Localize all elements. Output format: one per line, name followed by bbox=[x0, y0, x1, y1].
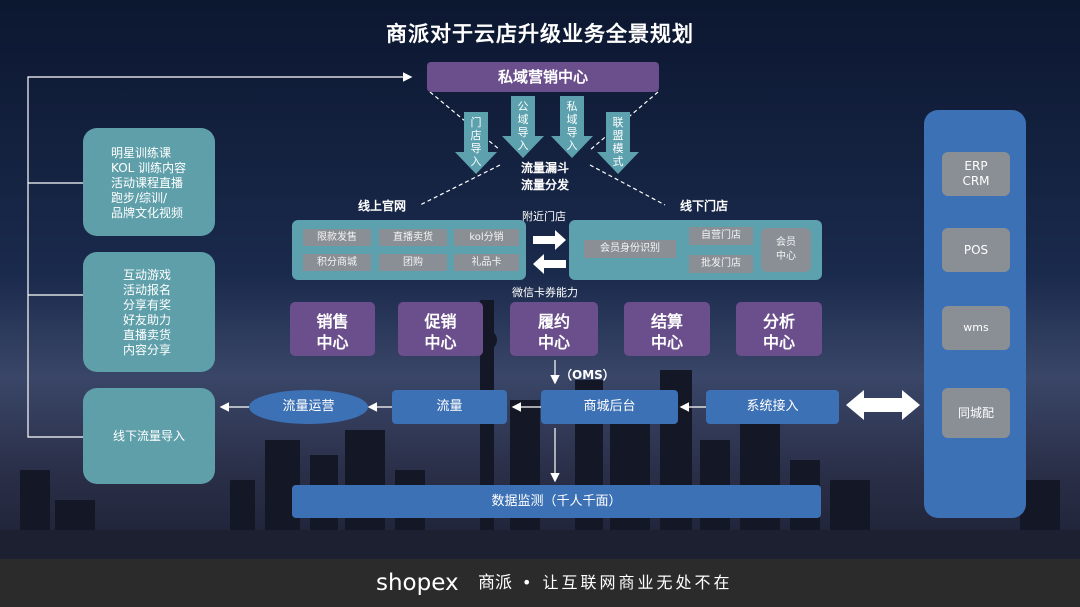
interaction-item: 直播卖货 bbox=[123, 328, 172, 342]
settlement-center: 结算中心 bbox=[624, 302, 710, 356]
content-card: 明星训练课 KOL 训练内容 活动课程直播 跑步/综训/ 品牌文化视频 bbox=[83, 128, 215, 236]
content-item: 品牌文化视频 bbox=[111, 206, 184, 220]
interaction-item: 活动报名 bbox=[123, 283, 172, 297]
same-city-delivery: 同城配 bbox=[942, 388, 1010, 438]
shopex-logo: shopex bbox=[376, 570, 459, 596]
online-item: 积分商城 bbox=[303, 254, 371, 271]
private-domain-marketing-center: 私域营销中心 bbox=[427, 62, 659, 92]
content-item: KOL 训练内容 bbox=[111, 161, 187, 175]
fulfillment-center: 履约中心 bbox=[510, 302, 598, 356]
online-item: 直播卖货 bbox=[379, 229, 447, 246]
pos-system: POS bbox=[942, 228, 1010, 272]
member-identity: 会员身份识别 bbox=[584, 240, 676, 258]
content-item: 跑步/综训/ bbox=[111, 191, 168, 205]
data-monitoring: 数据监测（千人千面） bbox=[292, 485, 821, 518]
promotion-center-text: 促销中心 bbox=[424, 312, 457, 352]
online-site-box: 限款发售 直播卖货 kol分销 积分商城 团购 礼品卡 bbox=[292, 220, 526, 280]
promotion-center: 促销中心 bbox=[398, 302, 483, 356]
online-item: kol分销 bbox=[454, 229, 519, 246]
system-access: 系统接入 bbox=[706, 390, 839, 424]
connector-lines bbox=[219, 72, 690, 483]
shopex-logo-cn: 商派 bbox=[478, 573, 512, 593]
oms-label: （OMS） bbox=[560, 368, 615, 382]
member-center: 会员中心 bbox=[761, 228, 811, 272]
sales-center-text: 销售中心 bbox=[316, 312, 349, 352]
private-import-arrow: 私域导入 bbox=[551, 96, 593, 162]
online-site-label: 线上官网 bbox=[358, 199, 407, 213]
content-item: 明星训练课 bbox=[111, 146, 172, 160]
online-item: 团购 bbox=[379, 254, 447, 271]
store-import-label: 门店导入 bbox=[470, 116, 482, 168]
wechat-coupon-label: 微信卡券能力 bbox=[512, 286, 578, 299]
analysis-center: 分析中心 bbox=[736, 302, 822, 356]
traffic-operations: 流量运营 bbox=[249, 390, 368, 424]
footer-bar: shopex 商派 • 让互联网商业无处不在 bbox=[0, 559, 1080, 607]
wholesale-store: 批发门店 bbox=[689, 255, 753, 273]
public-import-arrow: 公域导入 bbox=[502, 96, 544, 162]
online-item: 限款发售 bbox=[303, 229, 371, 246]
alliance-mode-arrow: 联盟模式 bbox=[597, 112, 639, 178]
public-import-label: 公域导入 bbox=[517, 100, 529, 152]
erp-crm-system: ERP CRM bbox=[942, 152, 1010, 196]
traffic-box: 流量 bbox=[392, 390, 507, 424]
traffic-funnel-text: 流量漏斗 流量分发 bbox=[505, 160, 585, 194]
store-import-arrow: 门店导入 bbox=[455, 112, 497, 178]
member-center-text: 会员中心 bbox=[776, 237, 796, 262]
private-import-label: 私域导入 bbox=[566, 100, 578, 152]
offline-traffic-import: 线下流量导入 bbox=[83, 388, 215, 484]
settlement-center-text: 结算中心 bbox=[650, 312, 683, 352]
offline-store-label: 线下门店 bbox=[680, 199, 729, 213]
interaction-card: 互动游戏 活动报名 分享有奖 好友助力 直播卖货 内容分享 bbox=[83, 252, 215, 372]
mall-backend: 商城后台 bbox=[541, 390, 678, 424]
funnel-line-1: 流量漏斗 bbox=[520, 161, 569, 175]
alliance-mode-label: 联盟模式 bbox=[612, 116, 624, 168]
page-title: 商派对于云店升级业务全景规划 bbox=[386, 22, 694, 46]
offline-store-box: 会员身份识别 自营门店 批发门店 会员中心 bbox=[569, 220, 822, 280]
online-item: 礼品卡 bbox=[454, 254, 519, 271]
interaction-item: 分享有奖 bbox=[123, 298, 172, 312]
fulfillment-center-text: 履约中心 bbox=[537, 312, 570, 352]
interaction-item: 内容分享 bbox=[123, 343, 172, 357]
interaction-item: 好友助力 bbox=[123, 313, 172, 327]
sales-center: 销售中心 bbox=[290, 302, 375, 356]
systems-panel: ERP CRM POS wms 同城配 bbox=[924, 110, 1026, 518]
content-item: 活动课程直播 bbox=[111, 176, 184, 190]
footer-slogan: • 让互联网商业无处不在 bbox=[522, 573, 733, 592]
own-store: 自营门店 bbox=[689, 227, 753, 245]
interaction-item: 互动游戏 bbox=[123, 268, 172, 282]
funnel-line-2: 流量分发 bbox=[520, 178, 569, 192]
nearby-store-label: 附近门店 bbox=[522, 210, 566, 223]
erp-crm-text: ERP CRM bbox=[962, 159, 990, 188]
analysis-center-text: 分析中心 bbox=[762, 312, 795, 352]
wms-system: wms bbox=[942, 306, 1010, 350]
